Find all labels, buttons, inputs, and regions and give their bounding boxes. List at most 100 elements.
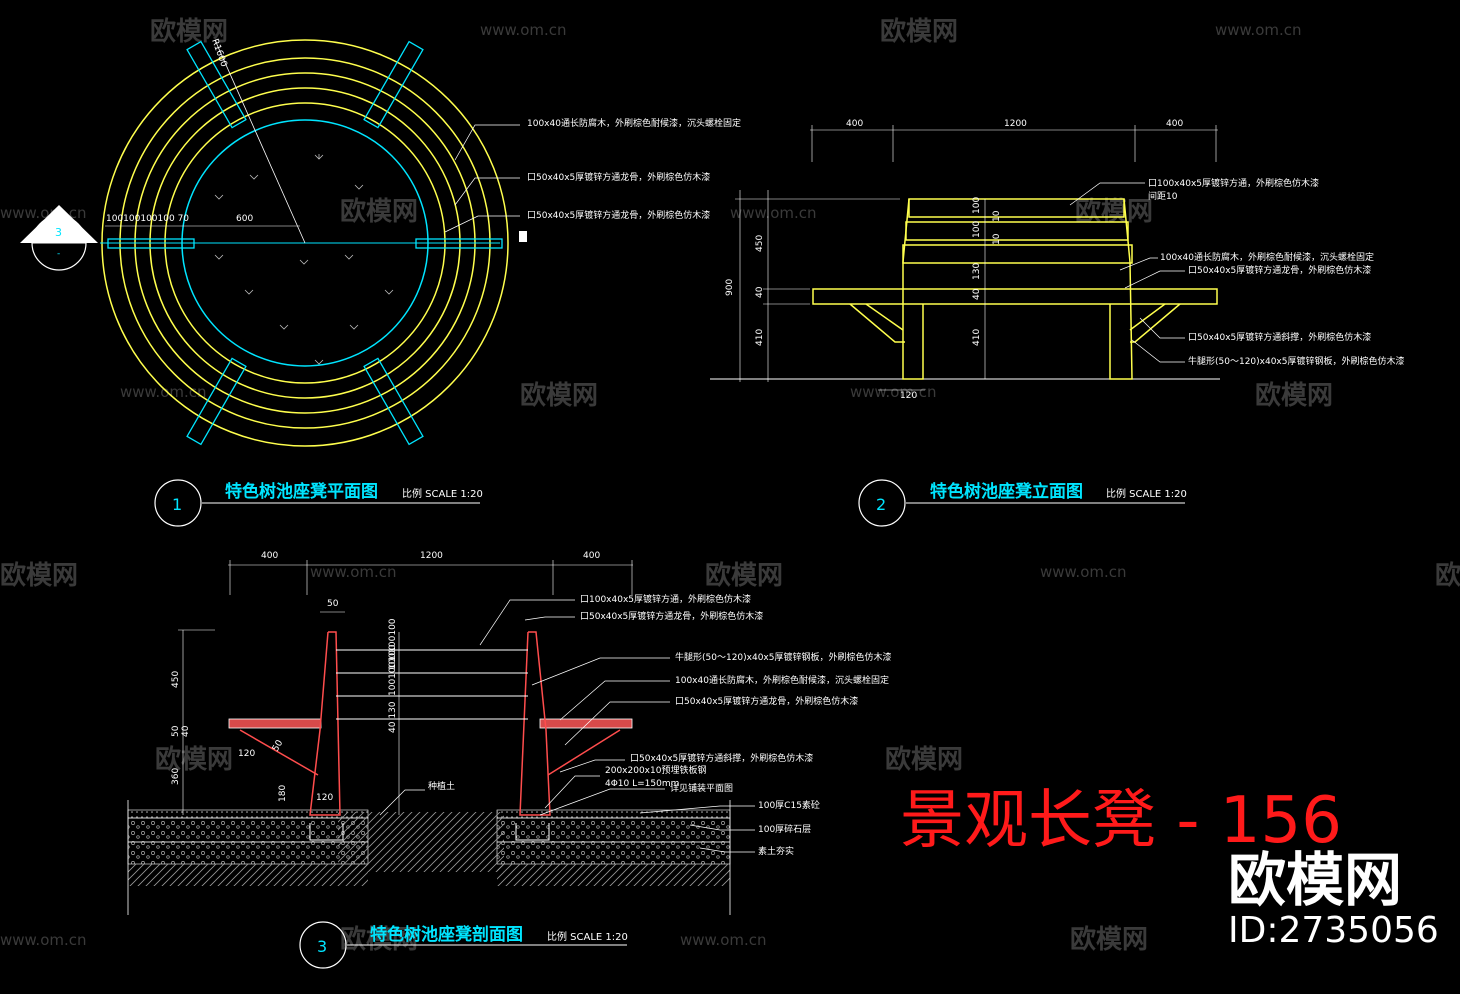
watermark-url: www.om.cn (310, 563, 397, 581)
watermark-brand: 欧模网 (885, 744, 963, 775)
elev-dim: 410 (972, 329, 982, 346)
elev-dim-bottom: 120 (900, 391, 917, 401)
elevation-view: 400 1200 400 900 450 40 410 100 10 100 1… (710, 119, 1405, 527)
elev-dim: 410 (755, 329, 765, 346)
section-dim-120a: 120 (238, 749, 255, 759)
section-leaders (479, 599, 755, 853)
watermark-brand: 欧模网 (1255, 380, 1333, 411)
elev-dim: 10 (992, 233, 1002, 245)
section-note: 200x200x10预埋铁板钢 (605, 764, 706, 776)
section-note: 100x40通长防腐木，外刷棕色耐候漆，沉头螺栓固定 (675, 674, 889, 686)
watermark-url: www.om.cn (1040, 563, 1127, 581)
elev-dim: 40 (972, 288, 982, 300)
section-dim: 400 (261, 551, 278, 561)
section-rails (336, 649, 528, 720)
section-note: 详见铺装平面图 (670, 782, 733, 794)
section-title: 特色树池座凳剖面图 (370, 924, 523, 945)
compacted-soil (497, 864, 730, 886)
section-note: 口50x40x5厚镀锌方通斜撑，外刷棕色仿木漆 (630, 752, 813, 764)
banner-title: 景观长凳 - 156 (900, 784, 1342, 858)
section-dim-180: 180 (278, 785, 288, 802)
section-number: 3 (317, 937, 327, 956)
elev-note: 口50x40x5厚镀锌方通斜撑，外刷棕色仿木漆 (1188, 331, 1371, 343)
elev-dim: 400 (846, 119, 863, 129)
elev-dim: 1200 (1004, 119, 1027, 129)
gravel-layer (496, 841, 731, 865)
watermark-brand: 欧模网 (340, 924, 418, 955)
section-dim: 40 (181, 725, 191, 737)
section-number-circle (299, 921, 347, 969)
watermark-brand: 欧模网 (340, 196, 418, 227)
elev-seat (812, 288, 1218, 305)
section-note: 4Φ10 L=150mm (605, 779, 679, 789)
section-dim-120b: 120 (316, 793, 333, 803)
planting-soil (338, 812, 504, 872)
gravel-layer (127, 841, 369, 865)
watermark-brand: 欧模网 (150, 16, 228, 47)
elev-dim: 400 (1166, 119, 1183, 129)
section-note: 口100x40x5厚镀锌方通，外刷棕色仿木漆 (580, 593, 751, 605)
compacted-soil (128, 864, 368, 886)
planting-symbols (214, 154, 394, 365)
plan-note: 口50x40x5厚镀锌方通龙骨，外刷棕色仿木漆 (527, 209, 710, 221)
section-dim: 50 (171, 725, 181, 737)
banner-brand: 欧模网 (1228, 846, 1402, 914)
watermark-brand: 欧模网 (880, 16, 958, 47)
plan-title: 特色树池座凳平面图 (225, 481, 378, 502)
plan-note: 100x40通长防腐木，外刷棕色耐候漆，沉头螺栓固定 (527, 117, 741, 129)
watermark-url: www.om.cn (1215, 21, 1302, 39)
section-note: 口50x40x5厚镀锌方通龙骨，外刷棕色仿木漆 (580, 610, 763, 622)
section-marker-arrow (20, 205, 98, 243)
section-view: 400 1200 400 50 450 50 40 360 120 50 180… (127, 551, 892, 969)
section-top-dims (228, 560, 633, 613)
watermark-url: www.om.cn (0, 931, 87, 949)
section-dim-50: 50 (327, 599, 339, 609)
elev-dim: 100 (972, 197, 982, 214)
elev-scale: 比例 SCALE 1:20 (1106, 487, 1187, 500)
section-note: 口50x40x5厚镀锌方通龙骨，外刷棕色仿木漆 (675, 695, 858, 707)
concrete-layer (496, 817, 731, 843)
elev-note: 100x40通长防腐木，外刷棕色耐候漆，沉头螺栓固定 (1160, 251, 1374, 263)
elev-number: 2 (876, 495, 886, 514)
section-marker: 3 - (20, 205, 98, 271)
elev-note: 口50x40x5厚镀锌方通龙骨，外刷棕色仿木漆 (1188, 264, 1371, 276)
section-seat-left (228, 718, 322, 729)
section-dim: 40 130 (388, 701, 398, 733)
watermark-url: www.om.cn (730, 204, 817, 222)
elev-note: 口100x40x5厚镀锌方通，外刷棕色仿木漆 (1148, 177, 1319, 189)
section-note: 牛腿形(50～120)x40x5厚镀锌钢板，外刷棕色仿木漆 (675, 651, 892, 663)
section-marker-number: 3 (55, 226, 62, 239)
section-dim: 1200 (420, 551, 443, 561)
elev-dim: 100 (972, 221, 982, 238)
elev-dim: 130 (972, 263, 982, 280)
watermark-brand: 欧模网 (1435, 560, 1460, 591)
banner: 景观长凳 - 156 欧模网 ID:2735056 (900, 784, 1439, 951)
section-seat-right (539, 718, 633, 729)
watermark-url: www.om.cn (850, 383, 937, 401)
plan-number-circle (154, 479, 202, 527)
elev-number-circle (858, 479, 906, 527)
radius-line (214, 39, 306, 244)
section-posts (239, 631, 621, 816)
watermark-brand: 欧模网 (1070, 924, 1148, 955)
soil-label: 种植土 (428, 780, 455, 792)
section-footings (309, 823, 550, 841)
paving-layer (496, 809, 731, 819)
watermark-brand: 欧模网 (705, 560, 783, 591)
elev-dim: 40 (755, 286, 765, 298)
plan-joists (107, 40, 503, 446)
elev-dim: 10 (992, 210, 1002, 222)
plan-leaders (444, 124, 520, 233)
plan-note: 口50x40x5厚镀锌方通龙骨，外刷棕色仿木漆 (527, 171, 710, 183)
section-note: 100厚碎石层 (758, 823, 811, 835)
section-note: 100厚C15素砼 (758, 799, 820, 811)
watermark-brand: 欧模网 (155, 744, 233, 775)
elev-leaders (1069, 182, 1185, 363)
section-scale: 比例 SCALE 1:20 (547, 930, 628, 943)
paving-layer (127, 809, 369, 819)
watermark-url: www.om.cn (480, 21, 567, 39)
section-dim: 450 (171, 671, 181, 688)
plan-view: R1600 100100100100 70 600 100x40通长防腐木，外刷… (100, 38, 741, 527)
